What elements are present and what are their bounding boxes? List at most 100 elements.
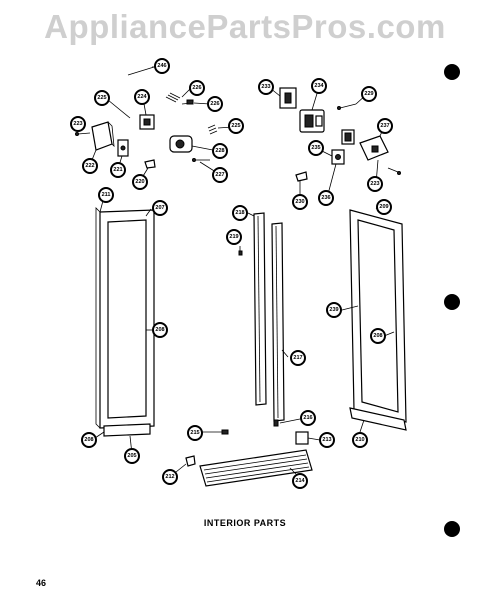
svg-text:227: 227 <box>215 172 224 178</box>
svg-text:217: 217 <box>293 355 302 361</box>
part-clip-small <box>144 159 156 169</box>
part-socket-right <box>331 149 345 165</box>
part-bracket-right <box>341 129 355 145</box>
callout-233: 233 <box>258 79 274 95</box>
callout-212: 212 <box>162 469 178 485</box>
callout-218: 218 <box>232 205 248 221</box>
callout-225b: 225 <box>228 118 244 134</box>
part-screw-lower <box>192 158 210 162</box>
svg-text:222: 222 <box>85 163 94 169</box>
part-lamp-socket <box>169 135 193 153</box>
part-kick-plate-grille <box>199 449 313 487</box>
callout-246: 246 <box>154 58 170 74</box>
part-bracket-bottom <box>221 429 229 435</box>
svg-text:219: 219 <box>229 234 238 240</box>
svg-text:237: 237 <box>380 123 389 129</box>
part-screw-top <box>127 66 155 76</box>
callout-235: 235 <box>308 140 324 156</box>
svg-text:205: 205 <box>127 453 136 459</box>
part-spring <box>165 92 181 103</box>
callout-239: 239 <box>326 302 342 318</box>
svg-text:226: 226 <box>210 101 219 107</box>
svg-text:214: 214 <box>295 478 305 484</box>
callout-214: 214 <box>292 473 308 489</box>
part-switch <box>117 139 129 157</box>
part-right-door-frame <box>349 209 407 431</box>
svg-text:208: 208 <box>373 333 382 339</box>
callout-224: 224 <box>134 89 150 105</box>
part-screw-right-lower <box>387 167 401 175</box>
part-left-door-frame <box>95 207 155 437</box>
binder-hole <box>444 294 460 310</box>
svg-text:229: 229 <box>364 91 373 97</box>
svg-text:236: 236 <box>321 195 330 201</box>
callout-205: 205 <box>124 448 140 464</box>
part-clip-right <box>295 171 308 182</box>
svg-text:228: 228 <box>215 148 224 154</box>
svg-text:208: 208 <box>84 437 93 443</box>
part-center-trim-strip <box>271 222 285 422</box>
part-thermostat <box>299 109 325 133</box>
callout-208a: 208 <box>152 322 168 338</box>
svg-text:226: 226 <box>192 85 201 91</box>
part-light-cover-right <box>359 135 389 161</box>
callout-234: 234 <box>311 78 327 94</box>
part-small-screw-center <box>238 250 243 256</box>
callout-215: 215 <box>187 425 203 441</box>
part-spring-small <box>207 124 218 135</box>
svg-text:210: 210 <box>355 437 364 443</box>
svg-text:215: 215 <box>190 430 199 436</box>
part-light-cover <box>91 121 115 151</box>
page-number: 46 <box>36 578 47 588</box>
callout-237: 237 <box>377 118 393 134</box>
svg-text:239: 239 <box>329 307 338 313</box>
callout-226: 226 <box>189 80 205 96</box>
svg-text:224: 224 <box>137 94 147 100</box>
svg-text:225: 225 <box>231 123 240 129</box>
svg-text:208: 208 <box>155 327 164 333</box>
callout-225: 225 <box>94 90 110 106</box>
svg-text:223: 223 <box>73 121 82 127</box>
part-center-breaker-strip <box>253 212 267 406</box>
callout-219: 219 <box>226 229 242 245</box>
callout-230: 230 <box>292 194 308 210</box>
svg-text:230: 230 <box>295 199 304 205</box>
svg-text:225: 225 <box>97 95 106 101</box>
part-label-plate <box>295 431 309 445</box>
svg-text:220: 220 <box>135 179 144 185</box>
callout-216: 216 <box>300 410 316 426</box>
part-switch-bracket <box>139 114 155 130</box>
callout-223: 223 <box>70 116 86 132</box>
callout-208b: 208 <box>370 328 386 344</box>
callout-217: 217 <box>290 350 306 366</box>
callout-210: 210 <box>352 432 368 448</box>
svg-text:207: 207 <box>155 205 164 211</box>
part-screw-right <box>337 103 357 110</box>
part-light-switch-right <box>279 87 297 109</box>
svg-text:235: 235 <box>311 145 320 151</box>
callout-229: 229 <box>361 86 377 102</box>
callout-211: 211 <box>98 187 114 203</box>
part-clip <box>181 99 194 105</box>
part-screw-small <box>75 132 91 136</box>
svg-text:233: 233 <box>261 84 270 90</box>
svg-text:223: 223 <box>370 181 379 187</box>
watermark: AppliancePartsPros.com <box>44 8 446 45</box>
binder-hole <box>444 64 460 80</box>
callout-228: 228 <box>212 143 228 159</box>
svg-text:209: 209 <box>379 204 388 210</box>
callout-226b: 226 <box>207 96 223 112</box>
svg-text:234: 234 <box>314 83 324 89</box>
callout-207: 207 <box>152 200 168 216</box>
callout-222: 222 <box>82 158 98 174</box>
callout-208c: 208 <box>81 432 97 448</box>
callout-227a: 227 <box>212 167 228 183</box>
binder-hole <box>444 521 460 537</box>
callout-221: 221 <box>110 162 126 178</box>
callout-236: 236 <box>318 190 334 206</box>
callout-213: 213 <box>319 432 335 448</box>
part-small-clip-bottom <box>185 455 196 467</box>
diagram-caption: INTERIOR PARTS <box>203 518 287 528</box>
svg-text:246: 246 <box>157 63 166 69</box>
